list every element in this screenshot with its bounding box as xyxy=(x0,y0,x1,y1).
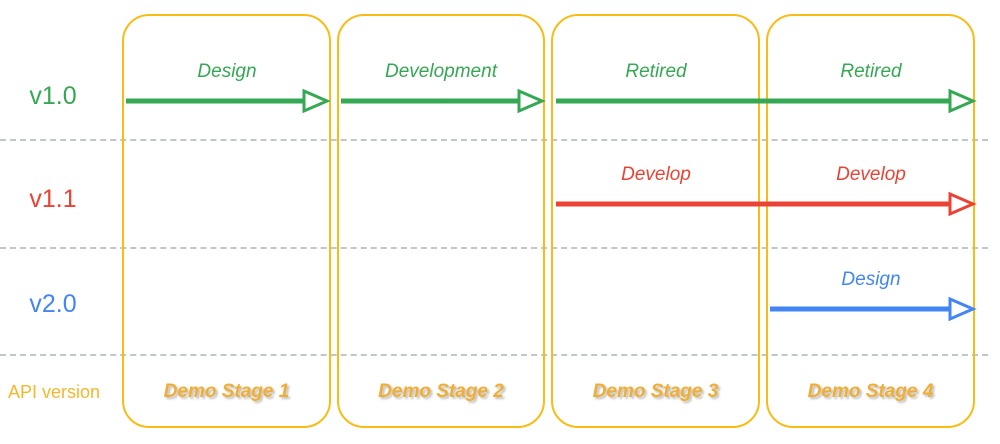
stage-label-1: Demo Stage 1 xyxy=(163,381,290,402)
version-label-v1-0: v1.0 xyxy=(29,82,77,110)
arrow-label: Retired xyxy=(840,61,902,82)
arrow-label: Design xyxy=(197,61,257,82)
stage-box-2 xyxy=(337,14,545,428)
stage-box-4 xyxy=(766,14,975,428)
arrow-label: Develop xyxy=(621,164,691,185)
row-divider xyxy=(0,354,988,356)
stage-label-2: Demo Stage 2 xyxy=(378,381,504,402)
arrow-label: Design xyxy=(841,269,901,290)
arrow-label: Develop xyxy=(836,164,906,185)
arrow-label: Retired xyxy=(625,61,687,82)
stage-label-3: Demo Stage 3 xyxy=(592,381,719,402)
stage-box-1 xyxy=(122,14,331,428)
version-label-v2-0: v2.0 xyxy=(29,290,77,318)
stage-label-4: Demo Stage 4 xyxy=(807,381,934,402)
row-divider xyxy=(0,247,988,249)
stage-box-3 xyxy=(551,14,760,428)
row-divider xyxy=(0,139,988,141)
version-label-v1-1: v1.1 xyxy=(29,185,77,213)
axis-label-api-version: API version xyxy=(7,382,101,402)
arrow-label: Development xyxy=(385,61,497,82)
